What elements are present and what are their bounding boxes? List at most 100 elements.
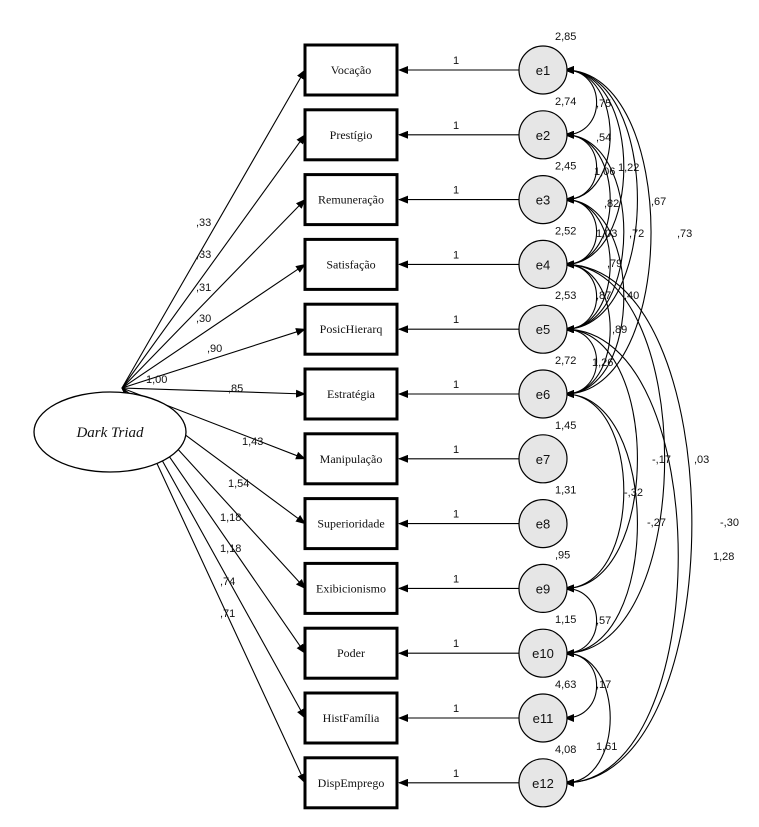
observed-label: Prestígio	[330, 128, 373, 142]
observed-variable: Estratégia	[303, 367, 399, 421]
error-label: e6	[536, 387, 550, 402]
observed-variable: Prestígio	[303, 108, 399, 162]
error-term: e7 1,45	[518, 420, 576, 484]
error-term: e42,52	[518, 225, 576, 289]
observed-variable: Remuneração	[303, 173, 399, 227]
covariance-arc	[564, 66, 625, 269]
loading-paths-group: ,33,33,31,30,901,00,851,431,541,181,18,7…	[121, 69, 306, 784]
covariance-label: 1,61	[596, 741, 617, 753]
error-term: e52,53	[518, 290, 576, 354]
observed-box	[303, 43, 399, 97]
observed-box	[303, 367, 399, 421]
latent-node: Dark Triad	[33, 391, 187, 473]
covariance-arc	[564, 260, 666, 658]
observed-box	[303, 497, 399, 551]
covariance-arc	[564, 66, 638, 334]
error-term: e6 2,72	[518, 355, 576, 419]
error-label: e12	[532, 776, 554, 791]
observed-label: DispEmprego	[318, 776, 385, 790]
error-variance: 1,45	[555, 420, 576, 432]
covariance-arc	[564, 66, 652, 398]
error-variance: 2,85	[555, 31, 576, 43]
covariance-arc	[564, 649, 611, 787]
error-path-label: 1	[453, 249, 459, 261]
error-path-label: 1	[453, 768, 459, 780]
error-variance: 2,72	[555, 355, 576, 367]
error-label: e9	[536, 581, 550, 596]
observed-variable: Exibicionismo	[303, 561, 399, 615]
observed-variable: Manipulação	[303, 432, 399, 486]
error-circle	[518, 175, 568, 225]
observed-box	[303, 302, 399, 356]
error-path-label: 1	[453, 573, 459, 585]
observed-box	[303, 432, 399, 486]
error-path-label: 1	[453, 314, 459, 326]
covariance-label: ,89	[612, 324, 627, 336]
observed-label: Exibicionismo	[316, 581, 386, 595]
error-term: e81,31	[518, 485, 576, 549]
error-path-label: 1	[453, 379, 459, 391]
observed-variable: HistFamília	[303, 691, 399, 745]
covariance-label: ,67	[651, 196, 666, 208]
error-label: e5	[536, 322, 550, 337]
covariance-arc	[564, 130, 625, 334]
loading-label: 1,18	[220, 543, 241, 555]
error-path-label: 1	[453, 444, 459, 456]
error-label: e11	[533, 711, 554, 726]
covariance-label: -,30	[720, 517, 739, 529]
loading-label: 1,18	[220, 512, 241, 524]
observed-label: Poder	[337, 646, 365, 660]
observed-label: PosicHierarq	[320, 322, 383, 336]
observed-variable: Satisfação	[303, 237, 399, 291]
error-path-label: 1	[453, 185, 459, 197]
error-circle	[518, 369, 568, 419]
covariance-label: ,40	[624, 290, 639, 302]
error-label: e8	[536, 517, 550, 532]
error-path-label: 1	[453, 638, 459, 650]
error-path-label: 1	[453, 55, 459, 67]
covariance-label: ,87	[596, 290, 611, 302]
error-term: e11 4,63	[518, 679, 576, 743]
error-path-label: 1	[453, 120, 459, 132]
error-variance: 2,52	[555, 225, 576, 237]
covariance-arc	[564, 325, 679, 787]
loading-label: ,85	[228, 383, 243, 395]
error-term: e1 2,85	[518, 31, 576, 95]
error-circle	[518, 498, 568, 549]
covariance-label: ,79	[607, 258, 622, 270]
observed-label: Vocação	[331, 63, 371, 77]
loading-label: ,33	[196, 217, 211, 229]
covariance-arc	[564, 325, 597, 398]
observed-box	[303, 691, 399, 745]
loading-label: ,71	[220, 608, 235, 620]
error-label: e10	[532, 646, 554, 661]
covariance-label: ,57	[596, 615, 611, 627]
covariance-arc	[564, 584, 597, 658]
error-path-label: 1	[453, 703, 459, 715]
error-circle	[518, 563, 568, 614]
error-label: e1	[536, 63, 550, 78]
error-variance: ,95	[555, 549, 570, 561]
observed-label: Superioridade	[317, 517, 384, 531]
error-variance: 4,63	[555, 679, 576, 691]
covariance-label: ,72	[629, 228, 644, 240]
loading-path	[121, 198, 306, 389]
error-label: e7	[536, 452, 550, 467]
covariance-arc	[564, 390, 638, 658]
covariance-arc	[564, 325, 638, 593]
covariance-label: -,32	[624, 487, 643, 499]
covariance-label: -,17	[652, 454, 671, 466]
covariance-label: ,03	[694, 454, 709, 466]
covariance-label: 1,26	[592, 357, 613, 369]
error-circle	[518, 434, 568, 484]
observed-variable: PosicHierarq	[303, 302, 399, 356]
observed-box	[303, 237, 399, 291]
observed-variables-group: VocaçãoPrestígioRemuneraçãoSatisfaçãoPos…	[303, 43, 399, 810]
error-variance: 2,45	[555, 161, 576, 173]
observed-box	[303, 756, 399, 810]
observed-box	[303, 626, 399, 680]
